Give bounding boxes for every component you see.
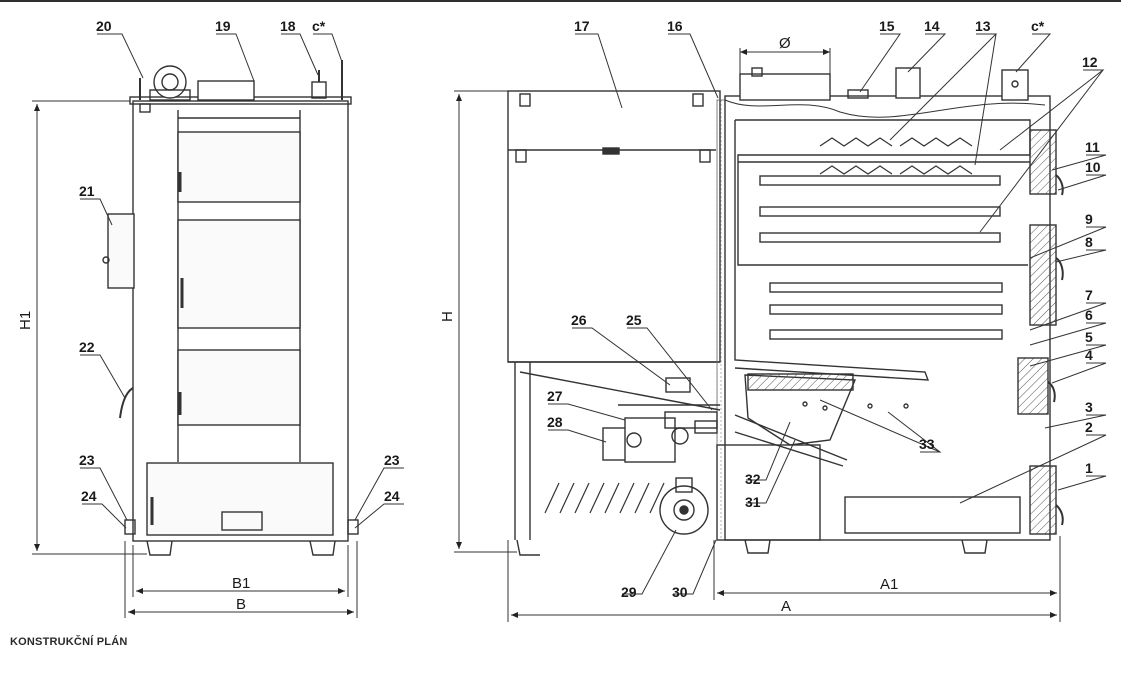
callout-10: 10 [1085,159,1101,175]
front-middle-door [177,219,301,329]
callout-25: 25 [626,312,642,328]
callout-leader-lines [80,33,1107,595]
callout-8: 8 [1085,234,1093,250]
side-section-view [507,67,1064,556]
ash-box-handle [221,511,263,531]
callout-21: 21 [79,183,95,199]
callout-cstar-side: c* [1031,18,1045,34]
top-controller-box [197,80,255,101]
flue-tube-3 [759,232,1001,243]
dim-b: B [236,596,246,613]
dim-a: A [781,598,791,615]
callout-4: 4 [1085,347,1093,363]
callout-23-right: 23 [384,452,400,468]
callout-13: 13 [975,18,991,34]
callout-24-left: 24 [81,488,97,504]
callout-33: 33 [919,436,935,452]
callout-11: 11 [1085,139,1100,155]
flue-tube-4 [769,282,1003,293]
callout-6: 6 [1085,307,1093,323]
callout-30: 30 [672,584,688,600]
callout-31: 31 [745,494,761,510]
front-ash-box [146,462,334,536]
callout-27: 27 [547,388,563,404]
side-dimension-lines [454,48,1061,622]
callout-18: 18 [280,18,296,34]
dim-diameter: Ø [779,35,791,52]
dim-h1: H1 [17,311,34,330]
callout-7: 7 [1085,287,1093,303]
callout-32: 32 [745,471,761,487]
ash-door [1029,465,1057,535]
callout-14: 14 [924,18,940,34]
callout-24-right: 24 [384,488,400,504]
fan-icon [153,65,187,99]
callout-29: 29 [621,584,637,600]
dim-b1: B1 [232,575,250,592]
callout-12: 12 [1082,54,1098,70]
callout-cstar-front: c* [312,18,326,34]
callout-1: 1 [1085,460,1093,476]
callout-3: 3 [1085,399,1093,415]
callout-labels: 20 19 18 c* 21 22 23 24 23 24 17 16 15 1… [79,18,1101,600]
top-border-line [0,0,1121,2]
callout-19: 19 [215,18,231,34]
fuel-hopper [507,90,721,363]
callout-9: 9 [1085,211,1093,227]
callout-20: 20 [96,18,112,34]
cleaning-door-middle [1029,224,1057,326]
sight-glass [665,377,691,393]
side-control-box [107,213,135,289]
front-dimension-lines [32,100,358,618]
dim-a1: A1 [880,576,898,593]
callout-2: 2 [1085,419,1093,435]
dimension-labels: H1 B1 B H A1 A Ø [17,35,898,615]
callout-17: 17 [574,18,590,34]
flue-tube-6 [769,329,1003,340]
fire-door [1017,357,1049,415]
flue-tube-5 [769,304,1003,315]
flue-outlet [739,73,831,101]
drawing-caption: KONSTRUKČNÍ PLÁN [10,636,128,648]
front-view [102,60,359,556]
boiler-body-section [724,95,1051,541]
front-lower-door [177,349,301,426]
callout-22: 22 [79,339,95,355]
callout-23-left: 23 [79,452,95,468]
front-upper-door [177,131,301,203]
ash-pan [844,496,1021,534]
callout-5: 5 [1085,329,1093,345]
callout-15: 15 [879,18,895,34]
dim-h: H [439,311,456,322]
callout-28: 28 [547,414,563,430]
cleaning-door-upper [1029,129,1057,195]
flue-tube-2 [759,206,1001,217]
callout-26: 26 [571,312,587,328]
callout-16: 16 [667,18,683,34]
flue-tube-1 [759,175,1001,186]
